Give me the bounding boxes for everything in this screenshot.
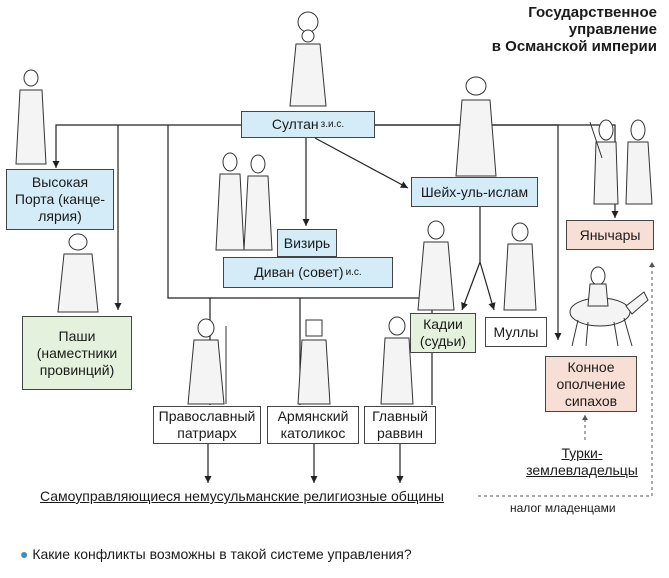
qadi-figure-icon	[417, 220, 455, 311]
diagram-title: Государственное управление в Османской и…	[491, 4, 657, 55]
porta-box: Высокая Порта (канце-лярия)	[6, 169, 114, 230]
sipahi-box: Конное ополчение сипахов	[545, 356, 637, 412]
communities-label: Самоуправляющиеся немусульманские религи…	[40, 488, 444, 504]
divan-box: Диван (совет)и.с.	[223, 257, 393, 288]
vizier-figures-icon	[215, 152, 273, 251]
sheikh-box: Шейх-уль-ислам	[411, 177, 538, 207]
question: ● Какие конфликты возможны в такой систе…	[20, 546, 412, 562]
sheikh-figure-icon	[455, 76, 497, 177]
chief-rabbi-box: Главный раввин	[364, 406, 436, 444]
rabbi-figure-icon	[380, 316, 414, 405]
tax-label: налог младенцами	[510, 501, 616, 515]
mullah-figure-icon	[503, 222, 537, 311]
mullahs-box: Муллы	[485, 317, 547, 347]
orthodox-patriarch-box: Православный патриарх	[153, 406, 261, 444]
vizier-box: Визирь	[277, 229, 337, 257]
pasha-figure-icon	[57, 233, 99, 313]
patriarch-figure-icon	[187, 318, 227, 405]
janissaries-figure-icon	[589, 119, 653, 205]
porta-figure-icon	[15, 69, 47, 165]
sipahi-horseman-icon	[569, 266, 649, 347]
landowners-label: Турки-землевладельцы	[526, 445, 638, 478]
armenian-catholicos-box: Армянский католикос	[267, 406, 359, 444]
janissaries-box: Янычары	[566, 220, 654, 250]
catholicos-figure-icon	[297, 319, 331, 405]
bullet-icon: ●	[20, 546, 29, 562]
sultan-figure-icon	[289, 11, 327, 107]
pasha-box: Паши (наместники провинций)	[22, 316, 132, 390]
qadi-box: Кадии (судьи)	[410, 313, 476, 353]
